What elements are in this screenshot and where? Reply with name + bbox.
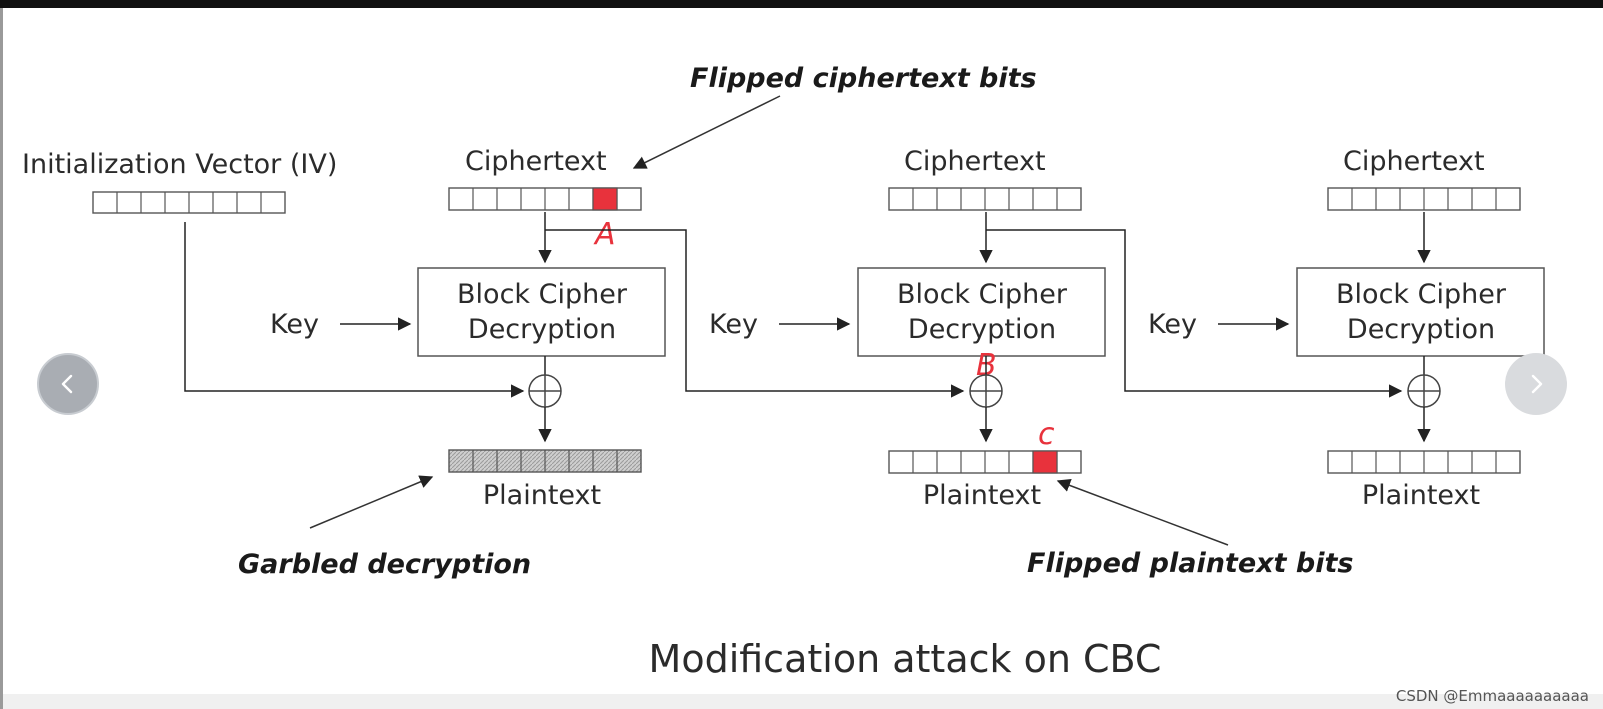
ciphertext-register-2 [888,187,1082,211]
ciphertext-label-1: Ciphertext [465,146,607,177]
ciphertext2-feed-line [986,229,1403,398]
watermark: CSDN @Emmaaaaaaaaaa [1395,687,1589,705]
garbled-arrow [309,475,434,529]
block-cipher-box-2 [857,267,1106,357]
chevron-left-icon [61,374,73,394]
key-label-2: Key [709,309,758,340]
ciphertext-register-3 [1327,187,1521,211]
xor-2 [969,374,1003,408]
previous-slide-button[interactable] [37,353,99,415]
flipped-ciphertext-arrow [632,95,781,169]
block-cipher-line2-3: Decryption [1347,314,1495,345]
flipped-plaintext-note: Flipped plaintext bits [1027,548,1353,579]
ciphertext1-feed-line [545,229,965,398]
block-cipher-line2-1: Decryption [468,314,616,345]
plaintext-register-1 [448,449,642,473]
flipped-ciphertext-note: Flipped ciphertext bits [690,63,1037,94]
plaintext-label-3: Plaintext [1362,480,1480,511]
flipped-plaintext-bit [1032,450,1058,474]
ciphertext-register-1 [448,187,642,211]
xor-1 [528,374,562,408]
block-cipher-line1-3: Block Cipher [1336,279,1507,310]
plaintext-register-2 [888,450,1082,474]
ciphertext-label-3: Ciphertext [1343,146,1485,177]
block-cipher-line1-1: Block Cipher [457,279,628,310]
key-label-1: Key [270,309,319,340]
next-slide-button[interactable] [1505,353,1567,415]
flipped-ciphertext-bit [592,187,618,211]
marker-a: A [593,217,616,252]
plaintext-register-3 [1327,450,1521,474]
iv-register [92,191,286,214]
ciphertext-label-2: Ciphertext [904,146,1046,177]
iv-feed-line [184,222,525,398]
plaintext-label-2: Plaintext [923,480,1041,511]
chevron-right-icon [1531,374,1543,394]
block-cipher-box-1 [417,267,666,357]
diagram-caption: Modification attack on CBC [649,637,1162,681]
marker-c: c [1038,417,1055,452]
block-cipher-line1-2: Block Cipher [897,279,1068,310]
garbled-decryption-note: Garbled decryption [238,549,531,580]
plaintext-label-1: Plaintext [483,480,601,511]
block-cipher-line2-2: Decryption [908,314,1056,345]
flipped-plaintext-arrow [1056,478,1229,546]
block-cipher-box-3 [1296,267,1545,357]
xor-3 [1407,374,1441,408]
iv-label: Initialization Vector (IV) [22,149,337,180]
left-border [0,8,3,709]
key-label-3: Key [1148,309,1197,340]
top-bar [0,0,1603,8]
